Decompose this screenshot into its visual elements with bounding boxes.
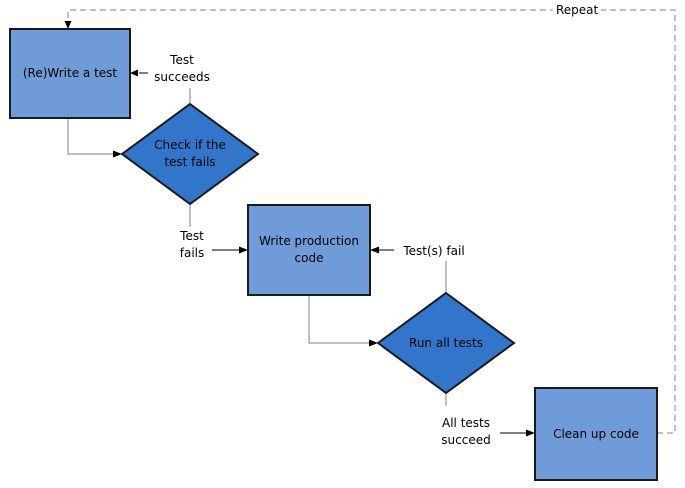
node-label-line: Write production	[259, 234, 359, 248]
arrowheads	[64, 21, 535, 437]
node-run-all-tests-label: Run all tests	[378, 293, 514, 393]
arrowhead-into-run-tests-left	[369, 339, 378, 347]
arrowhead-into-write-code-right	[370, 246, 379, 254]
edge-label-all-tests-succeed: All tests succeed	[426, 415, 506, 449]
connector-rewrite-to-check	[67, 118, 113, 155]
node-label-line: code	[294, 251, 324, 265]
node-rewrite-test-box	[9, 28, 131, 119]
edge-label-line: All tests	[442, 416, 490, 430]
node-label-line: Clean up code	[553, 426, 639, 441]
arrowhead-into-rewrite-top	[64, 21, 72, 29]
repeat-loop-dashed-connector	[67, 9, 676, 434]
node-clean-up-code-label: Clean up code	[535, 388, 657, 480]
node-write-production-code-label: Write production code	[248, 205, 370, 295]
node-clean-up-code-box	[534, 387, 658, 481]
node-rewrite-test-label: (Re)Write a test	[10, 29, 130, 118]
node-check-test-fails-diamond	[120, 102, 260, 206]
label-arrow-lines	[139, 72, 527, 434]
edge-label-tests-fail: Test(s) fail	[394, 243, 474, 260]
arrowhead-into-rewrite-right	[130, 69, 138, 77]
edge-label-line: fails	[179, 246, 205, 260]
node-write-production-code-box	[247, 204, 371, 296]
arrowhead-into-write-code-left	[239, 246, 248, 254]
arrowhead-into-check-left	[113, 150, 122, 158]
node-check-test-fails-label: Check if the test fails	[122, 104, 258, 204]
node-label-line: test fails	[164, 155, 216, 169]
node-label-line: (Re)Write a test	[22, 66, 118, 80]
node-label-line: Check if the	[154, 138, 226, 152]
edge-label-repeat: Repeat	[553, 2, 602, 19]
edge-label-test-succeeds: Test succeeds	[142, 52, 222, 86]
edge-label-line: succeed	[441, 433, 491, 447]
edge-label-line: Test	[170, 53, 194, 67]
node-run-all-tests-diamond	[376, 291, 516, 395]
connector-lines	[67, 88, 447, 406]
edge-label-line: Repeat	[556, 3, 599, 17]
arrowhead-into-clean-up-left	[526, 429, 535, 437]
edge-label-line: succeeds	[154, 70, 210, 84]
connector-write-code-to-run-tests	[308, 295, 369, 344]
edge-label-line: Test	[180, 229, 204, 243]
edge-label-test-fails: Test fails	[162, 228, 222, 262]
node-label-line: Run all tests	[409, 335, 483, 350]
edge-label-line: Test(s) fail	[403, 244, 465, 258]
